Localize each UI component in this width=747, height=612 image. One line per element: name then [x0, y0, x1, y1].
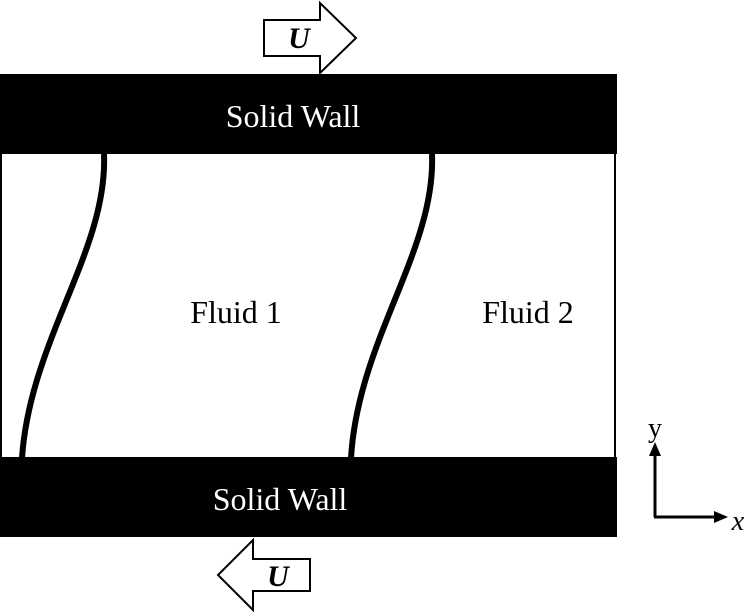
interface-left-curve	[19, 153, 108, 459]
bottom-velocity-arrow-icon	[216, 537, 311, 612]
x-axis-arrowhead-icon	[714, 511, 728, 523]
top-wall-label: Solid Wall	[226, 98, 361, 134]
bottom-velocity-label: U	[267, 560, 290, 593]
y-axis-label: y	[648, 413, 662, 444]
bottom-solid-wall	[0, 457, 617, 537]
interface-right-curve	[348, 153, 436, 459]
y-axis-arrowhead-icon	[649, 442, 661, 456]
top-solid-wall	[0, 74, 617, 154]
x-axis-label: x	[731, 506, 745, 537]
bottom-wall-label: Solid Wall	[213, 481, 348, 517]
fluid-domain	[0, 151, 616, 461]
top-velocity-arrow-icon	[263, 0, 358, 76]
top-velocity-label: U	[288, 22, 311, 55]
fluid-2-label: Fluid 2	[482, 294, 574, 330]
fluid-1-label: Fluid 1	[190, 294, 282, 330]
